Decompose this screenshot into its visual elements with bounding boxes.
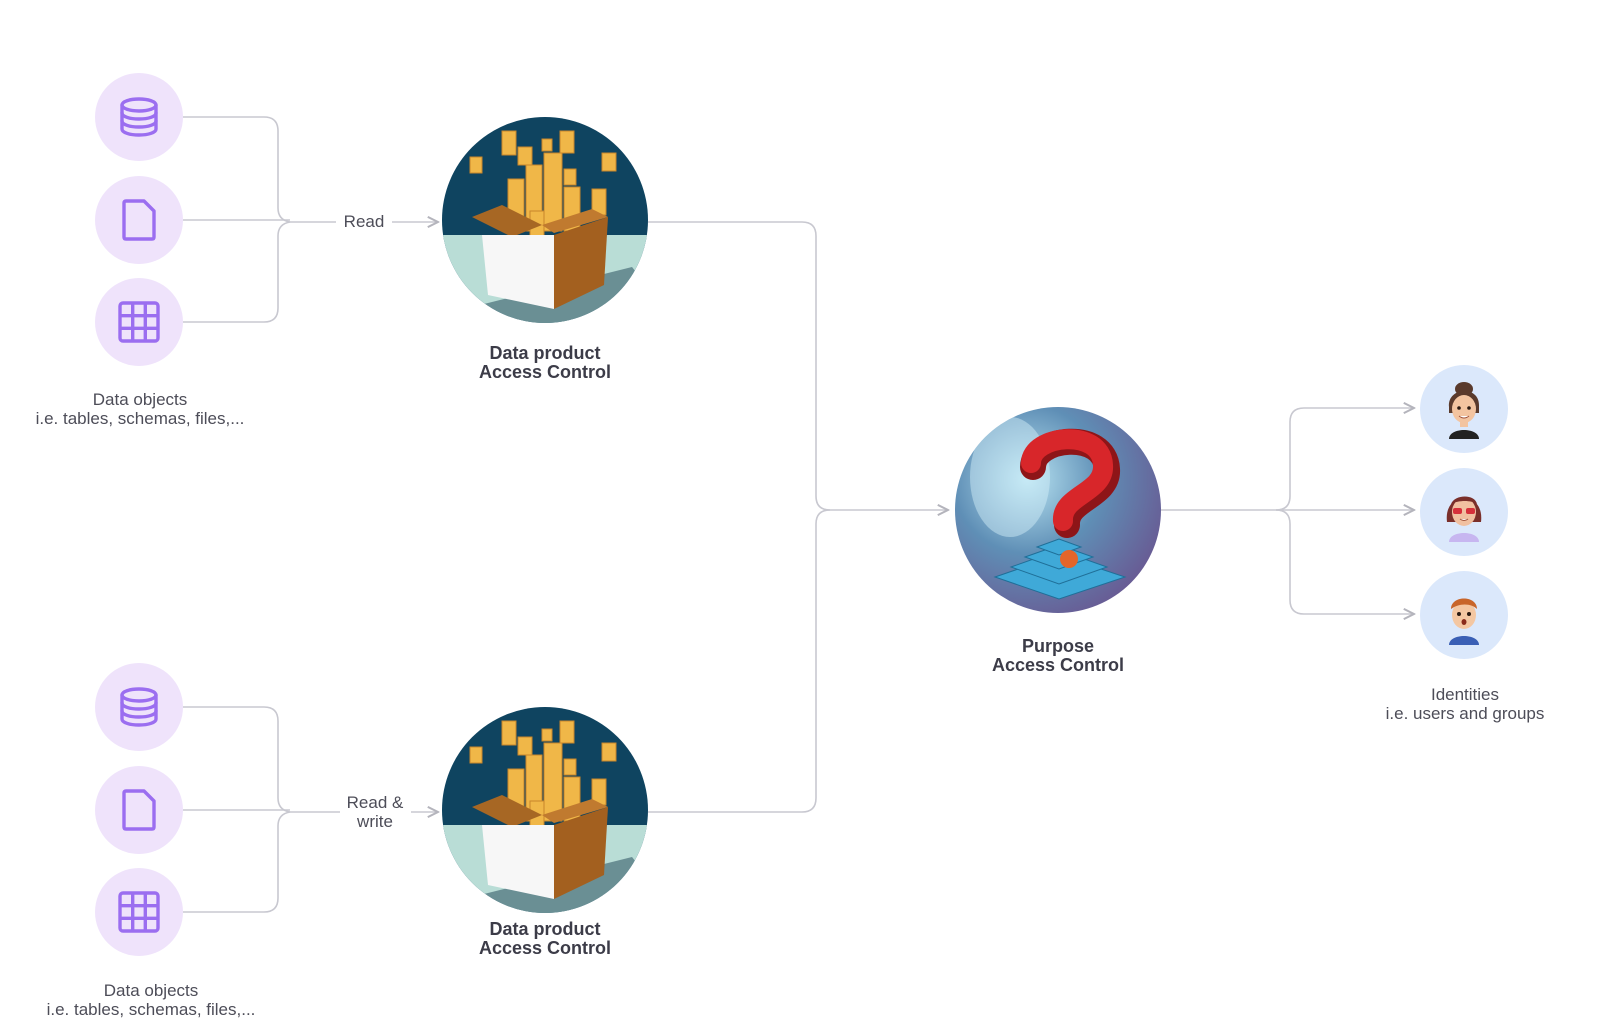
caption-subtitle: i.e. tables, schemas, files,... [35,409,245,428]
product-title: Data product [489,919,601,939]
identities-subtitle: i.e. users and groups [1385,704,1545,723]
table-grid-icon [118,891,160,933]
caption-subtitle: i.e. tables, schemas, files,... [46,1000,256,1019]
identities-caption: Identities i.e. users and groups [1360,685,1570,723]
purpose-title: Purpose [1021,636,1095,656]
caption-title: Data objects [103,981,199,1000]
identity-user-3 [1420,571,1508,659]
connector-line [1275,509,1414,614]
connector-line [183,811,291,913]
data-product-caption-top: Data product Access Control [440,344,650,382]
avatar-woman-sunglasses-icon [1446,496,1482,542]
data-product-bottom [442,707,648,913]
database-icon [120,687,158,727]
data-objects-caption-bottom: Data objects i.e. tables, schemas, files… [20,981,282,1019]
purpose-caption: Purpose Access Control [948,637,1168,675]
avatar-boy-icon [1449,598,1479,645]
database-icon [120,97,158,137]
table-grid-icon [118,301,160,343]
connector-line [183,706,291,813]
file-icon [122,789,156,831]
data-product-box-icon [442,707,648,913]
identities-title: Identities [1430,685,1500,704]
data-object-database [95,73,183,161]
data-product-caption-bottom: Data product Access Control [440,920,650,958]
data-product-top [442,117,648,323]
connector-line [648,509,831,813]
edge-label-line: Read & [346,793,404,812]
connector-line [183,221,291,323]
data-object-database [95,663,183,751]
data-objects-caption-top: Data objects i.e. tables, schemas, files… [10,390,270,428]
data-product-box-icon [442,117,648,323]
data-object-table [95,868,183,956]
product-subtitle: Access Control [478,362,612,382]
edge-label-read-write: Read & write [340,793,410,831]
avatar-woman-icon [1448,382,1479,439]
purpose-access-control-node [955,407,1161,613]
data-object-file [95,766,183,854]
connector-line [183,116,291,223]
edge-label-line: write [357,812,393,831]
edge-label-read: Read [336,212,392,231]
connector-line [1275,408,1414,511]
identity-user-2 [1420,468,1508,556]
data-object-table [95,278,183,366]
caption-title: Data objects [92,390,188,409]
product-subtitle: Access Control [478,938,612,958]
file-icon [122,199,156,241]
data-object-file [95,176,183,264]
purpose-subtitle: Access Control [991,655,1125,675]
question-mark-icon [955,407,1161,613]
identity-user-1 [1420,365,1508,453]
connector-line [648,221,831,511]
product-title: Data product [489,343,601,363]
